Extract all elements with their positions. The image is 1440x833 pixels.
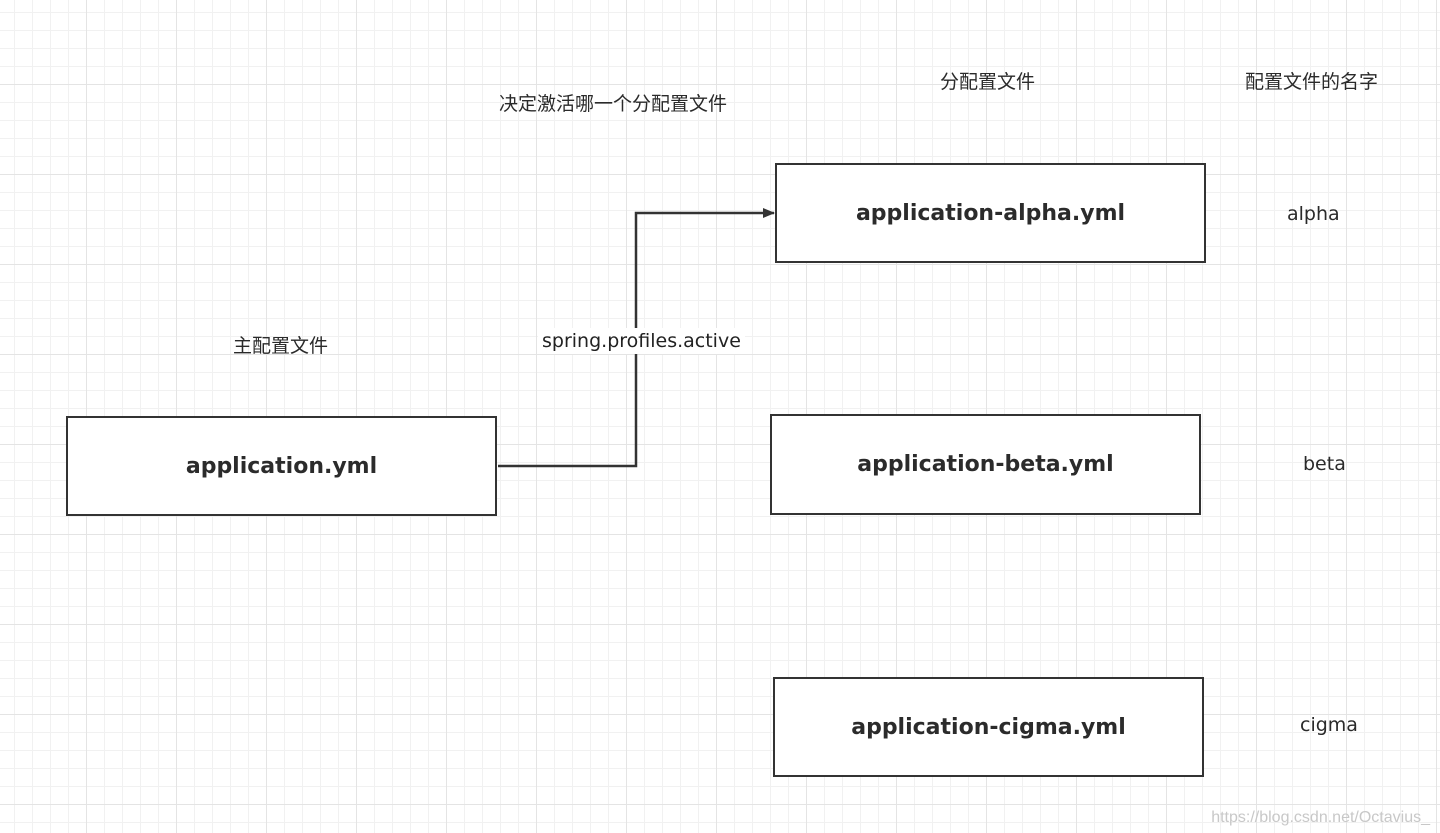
profile-node-alpha[interactable]: application-alpha.yml — [775, 163, 1206, 263]
edge-label-spring-profiles-active: spring.profiles.active — [538, 328, 745, 354]
profile-node-alpha-label: application-alpha.yml — [855, 200, 1126, 226]
main-config-node[interactable]: application.yml — [66, 416, 497, 516]
profile-node-beta-label: application-beta.yml — [857, 452, 1114, 477]
profile-node-cigma-label: application-cigma.yml — [851, 714, 1126, 740]
profile-name-cigma: cigma — [1300, 714, 1358, 736]
sub-config-header: 分配置文件 — [940, 71, 1036, 93]
profile-node-beta[interactable]: application-beta.yml — [770, 414, 1201, 515]
decide-profile-label: 决定激活哪一个分配置文件 — [499, 93, 728, 115]
profile-name-alpha: alpha — [1287, 203, 1340, 225]
profile-name-beta: beta — [1303, 453, 1346, 475]
csdn-watermark: https://blog.csdn.net/Octavius_ — [1211, 809, 1430, 826]
main-config-header: 主配置文件 — [233, 335, 329, 357]
main-config-node-label: application.yml — [185, 453, 378, 479]
config-name-header: 配置文件的名字 — [1245, 71, 1379, 93]
profile-node-cigma[interactable]: application-cigma.yml — [773, 677, 1204, 777]
